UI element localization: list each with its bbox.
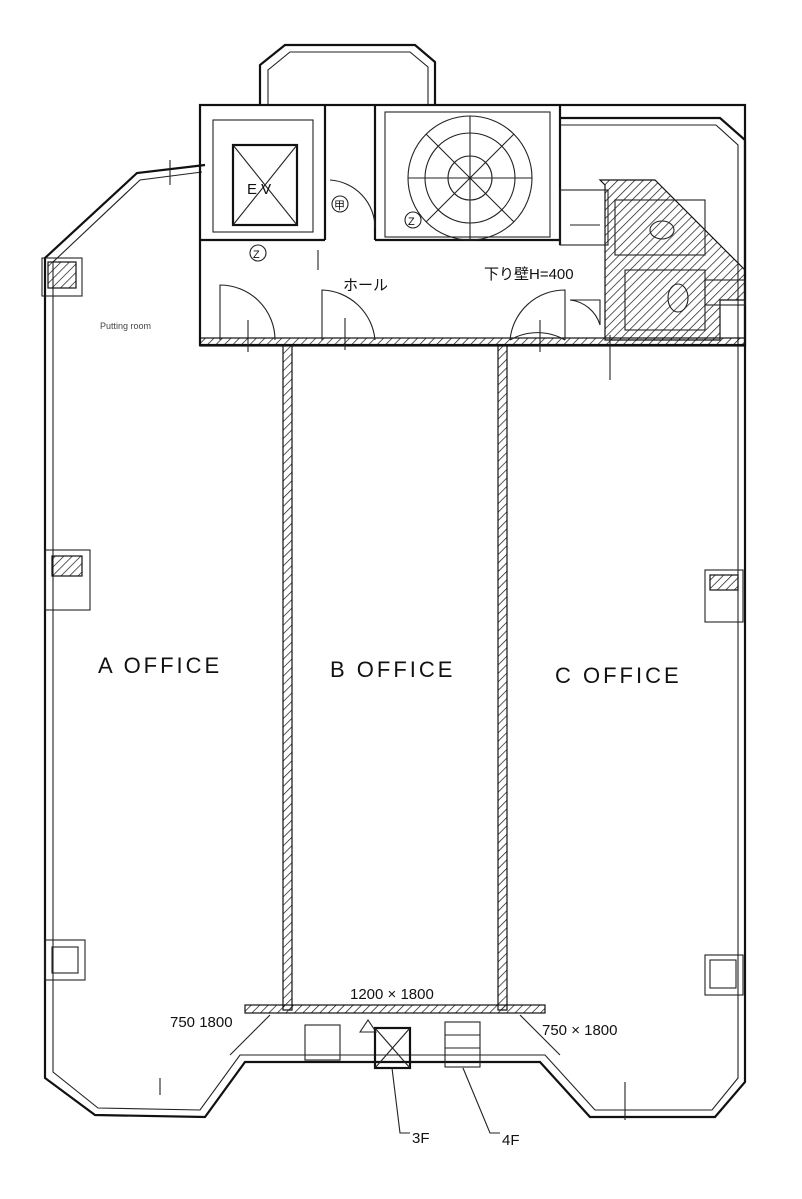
pantry: [559, 189, 609, 246]
spiral-staircase: Z: [384, 111, 551, 241]
doors: [219, 179, 601, 352]
z-mark-1: [249, 244, 267, 262]
window-size-center: 1200 × 1800: [350, 986, 434, 1003]
floor-tag-3f: 3F: [412, 1130, 430, 1147]
room-label-b: B OFFICE: [330, 657, 455, 682]
top-bay: [258, 43, 437, 105]
elevator-label: E V: [247, 181, 271, 198]
window-size-right: 750 × 1800: [542, 1022, 618, 1039]
window-size-left: 750 1800: [170, 1014, 233, 1031]
room-label-a: A OFFICE: [98, 653, 222, 678]
core-wall: [198, 103, 747, 347]
svg-text:甲: 甲: [334, 200, 345, 212]
ko-mark: [331, 195, 349, 213]
tick-marks: [169, 160, 611, 380]
room-label-c: C OFFICE: [555, 663, 682, 688]
tiny-note: Putting room: [100, 321, 151, 331]
floor-tag-leaders: [391, 1067, 500, 1134]
hall-label: ホール: [343, 277, 388, 294]
floor-tag-4f: 4F: [502, 1132, 520, 1149]
restroom-block: [598, 179, 746, 341]
ceiling-note: 下り壁H=400: [484, 266, 574, 283]
z-mark-2: [404, 211, 422, 229]
elevator-shaft: E V Z: [212, 119, 314, 262]
svg-text:Z: Z: [253, 249, 260, 261]
columns: [41, 257, 746, 996]
bottom-bay: [159, 1004, 626, 1120]
svg-text:Z: Z: [408, 216, 415, 228]
